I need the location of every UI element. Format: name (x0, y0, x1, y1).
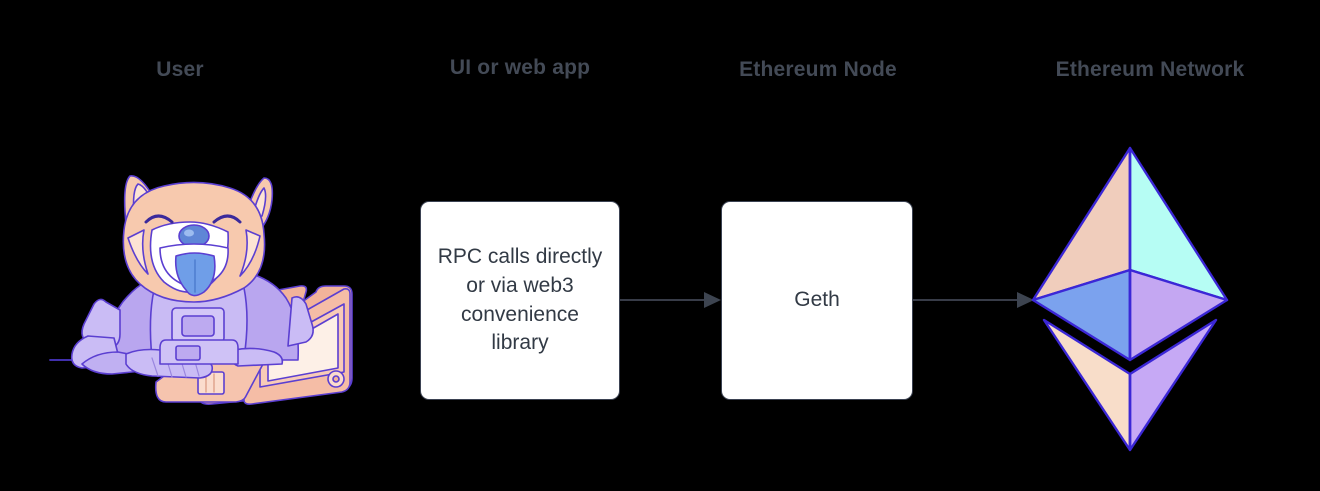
process-box-ethereum-node[interactable]: Geth (721, 201, 913, 400)
column-label-ethereum-node: Ethereum Node (739, 58, 897, 81)
arrow-webapp-to-node (620, 292, 721, 308)
process-box-ethereum-node-text: Geth (794, 288, 840, 312)
column-label-ethereum-network: Ethereum Network (1055, 58, 1245, 81)
arrow-node-to-network (913, 292, 1034, 308)
process-box-webapp[interactable]: RPC calls directly or via web3 convenien… (420, 201, 620, 400)
process-box-webapp-text: RPC calls directly or via web3 convenien… (437, 244, 603, 355)
shiba-inu-mascot-at-computer (49, 175, 353, 405)
column-label-webapp: UI or web app (449, 56, 591, 79)
column-label-user: User (156, 58, 204, 81)
ethereum-diamond-logo (1031, 146, 1229, 452)
